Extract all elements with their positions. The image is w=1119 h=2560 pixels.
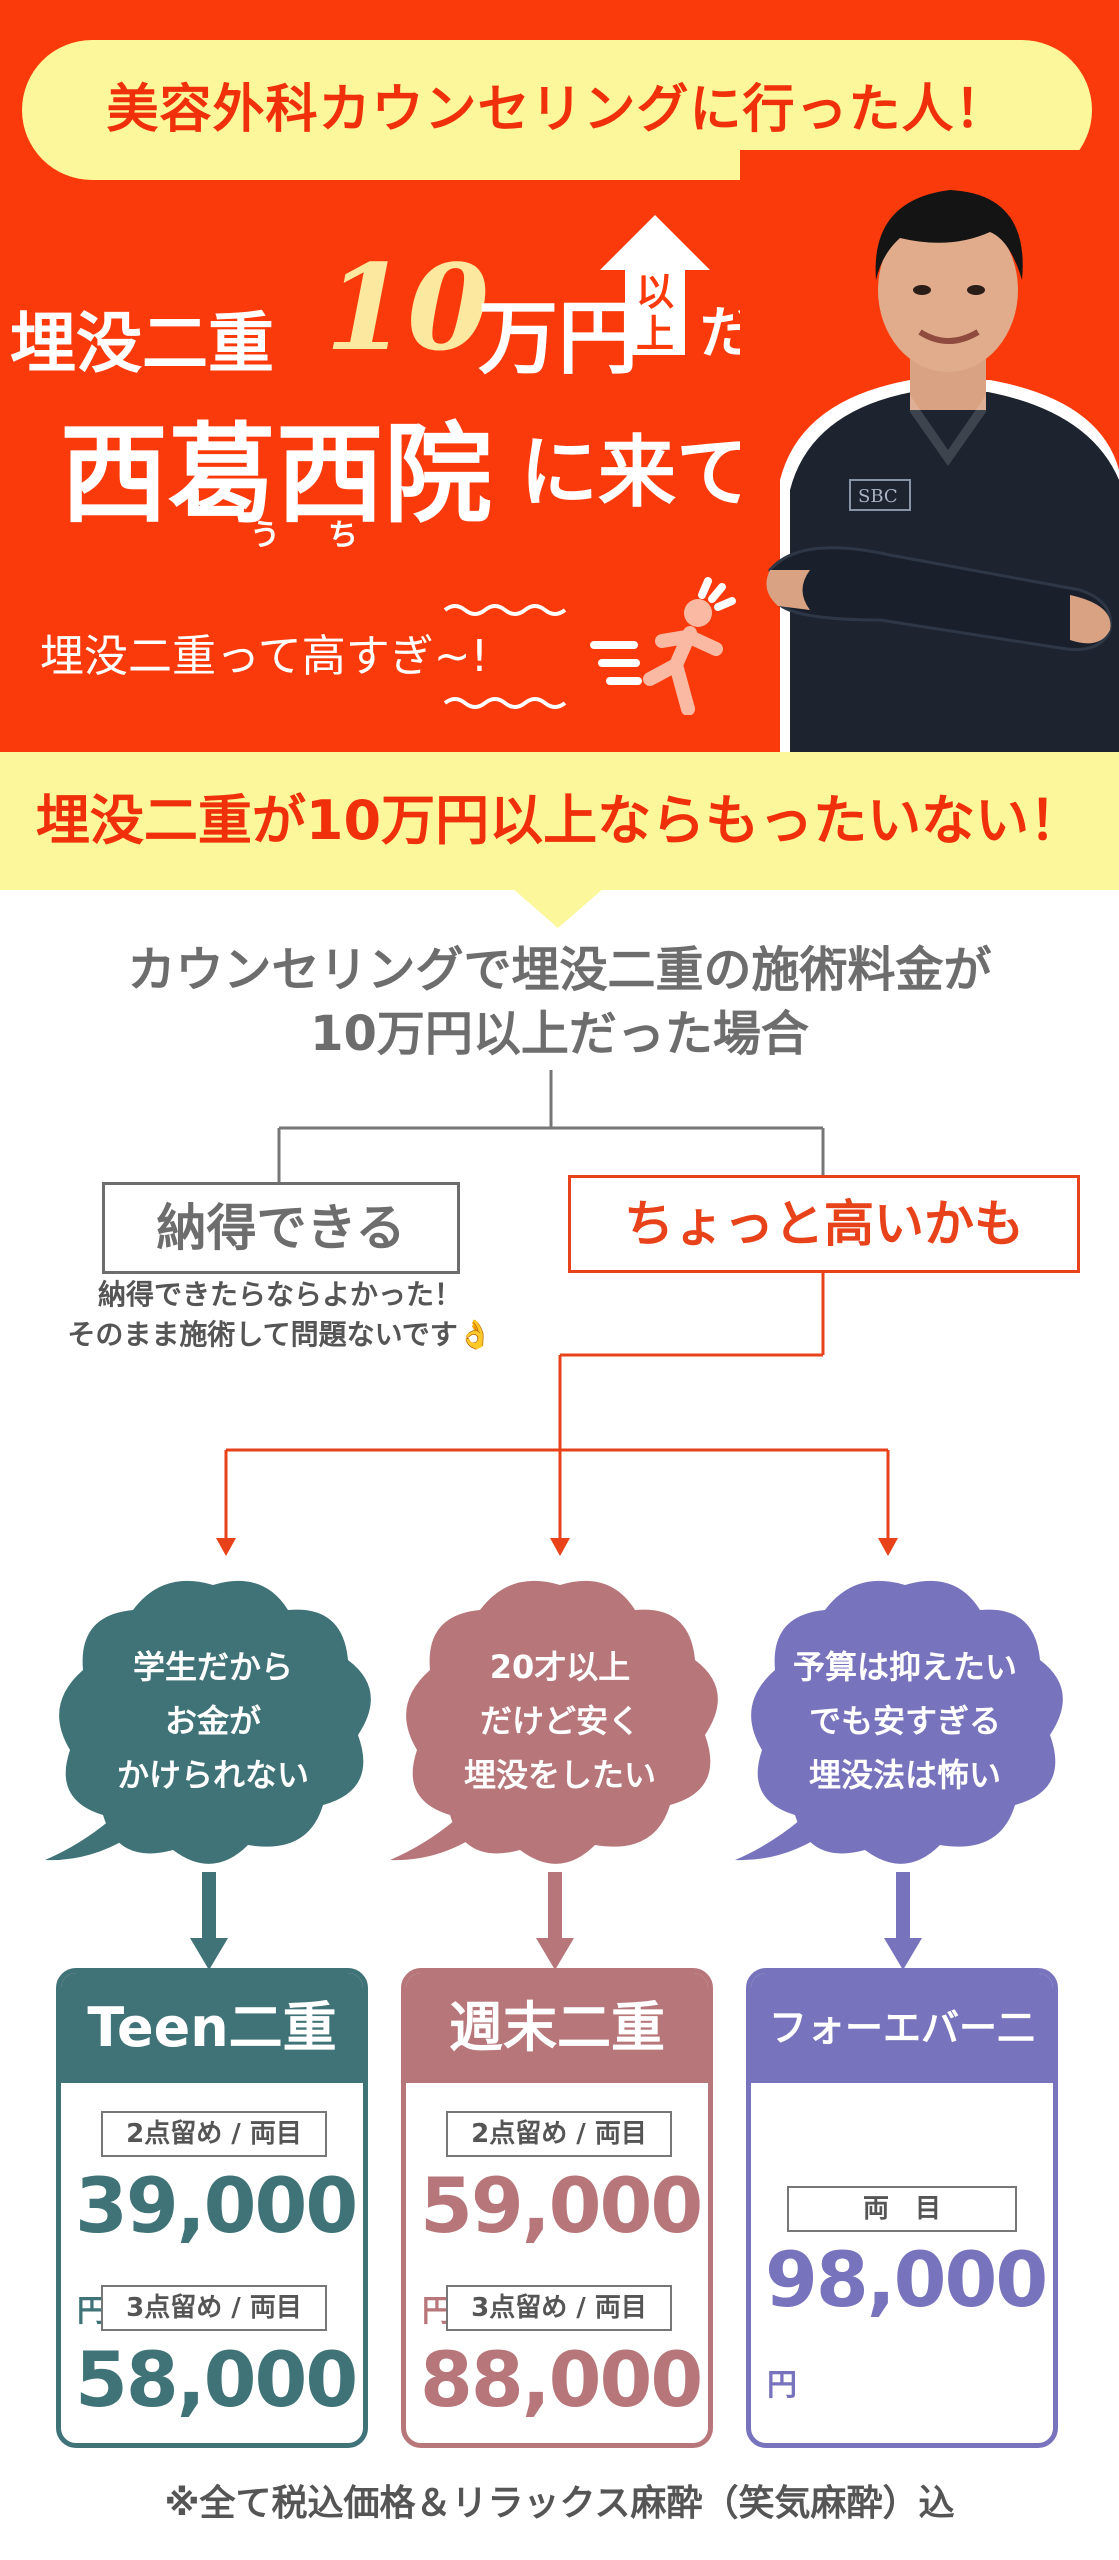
cloud-2-line2: だけど安く [479,1702,640,1740]
plan-card-weekend[interactable]: 週末二重 2点留め / 両目 59,000円 3点留め / 両目 88,000円 [401,1968,713,2448]
cloud-text-adult: 20才以上 だけど安く 埋没をしたい [395,1640,725,1802]
headline-number: 10 [325,238,490,377]
plan-tag: 両 目 [787,2186,1017,2232]
plan-price: 39,000円 [75,2161,358,2329]
plan-tag: 3点留め / 両目 [101,2285,327,2331]
clinic-name: 西葛西院 [60,413,493,538]
plan-title-forever: フォーエバー二重 [751,1973,1053,2160]
plan-tag: 3点留め / 両目 [446,2285,672,2331]
warning-banner [0,752,1119,890]
plan-tag: 2点留め / 両目 [446,2111,672,2157]
plan-title-weekend: 週末二重 [406,1973,708,2083]
headline-unit: 万円 [478,292,638,385]
cloud-3-line1: 予算は抑えたい [792,1648,1017,1686]
flow-question: カウンセリングで埋没二重の施術料金が 10万円以上だった場合 [0,938,1119,1066]
doctor-photo: SBC [740,150,1119,752]
option-expensive: ちょっと高いかも [568,1175,1080,1273]
satisfied-note: 納得できたらならよかった！ そのまま施術して問題ないです👌 [20,1275,540,1355]
plan-title-teen: Teen二重 [61,1973,363,2083]
satisfied-note-line2: そのまま施術して問題ないです👌 [67,1318,493,1351]
cloud-text-student: 学生だから お金が かけられない [48,1640,378,1802]
flow-question-line2: 10万円以上だった場合 [310,1006,809,1062]
arrow-text-1: 以 [636,270,674,314]
plan-tag: 2点留め / 両目 [101,2111,327,2157]
cloud-1-line2: お金が [164,1702,261,1740]
banner-pointer [512,888,604,928]
hero-banner: 美容外科カウンセリングに行った人！ 埋没二重 10 万円 以 上 以上 だったら… [0,0,1119,752]
bubble-headline: 美容外科カウンセリングに行った人！ [106,80,1008,140]
clinic-ruby: うち [250,518,406,553]
wavy-lines-decoration [443,604,567,709]
headline-prefix: 埋没二重 [10,305,274,382]
hero-subtext: 埋没二重って高すぎ~! [40,631,489,682]
option-satisfied: 納得できる [102,1182,460,1274]
cloud-1-line1: 学生だから [132,1648,293,1686]
price-footnote: ※全て税込価格＆リラックス麻酔（笑気麻酔）込 [164,2483,955,2524]
cloud-3-line3: 埋没法は怖い [808,1756,1001,1794]
arrow-text-2: 上 [636,312,674,355]
plan-card-forever[interactable]: フォーエバー二重 両 目 98,000円 [746,1968,1058,2448]
cloud-2-line3: 埋没をしたい [463,1756,656,1794]
plan-card-teen[interactable]: Teen二重 2点留め / 両目 39,000円 3点留め / 両目 58,00… [56,1968,368,2448]
plan-price: 88,000円 [420,2335,703,2424]
up-arrow-icon: 以 上 [600,215,710,355]
plan-price: 98,000円 [765,2235,1048,2403]
running-person-icon [590,577,736,715]
cloud-1-line3: かけられない [116,1756,309,1794]
plan-price: 58,000円 [75,2335,358,2424]
cloud-2-line1: 20才以上 [489,1648,631,1686]
satisfied-note-line1: 納得できたらならよかった！ [97,1278,462,1311]
plan-price: 59,000円 [420,2161,703,2329]
flow-question-line1: カウンセリングで埋没二重の施術料金が [127,942,992,998]
cloud-text-budget: 予算は抑えたい でも安すぎる 埋没法は怖い [740,1640,1070,1802]
doctor-logo: SBC [858,486,898,507]
warning-banner-text: 埋没二重が10万円以上ならもったいない！ [35,789,1084,852]
cloud-3-line2: でも安すぎる [808,1702,1001,1740]
